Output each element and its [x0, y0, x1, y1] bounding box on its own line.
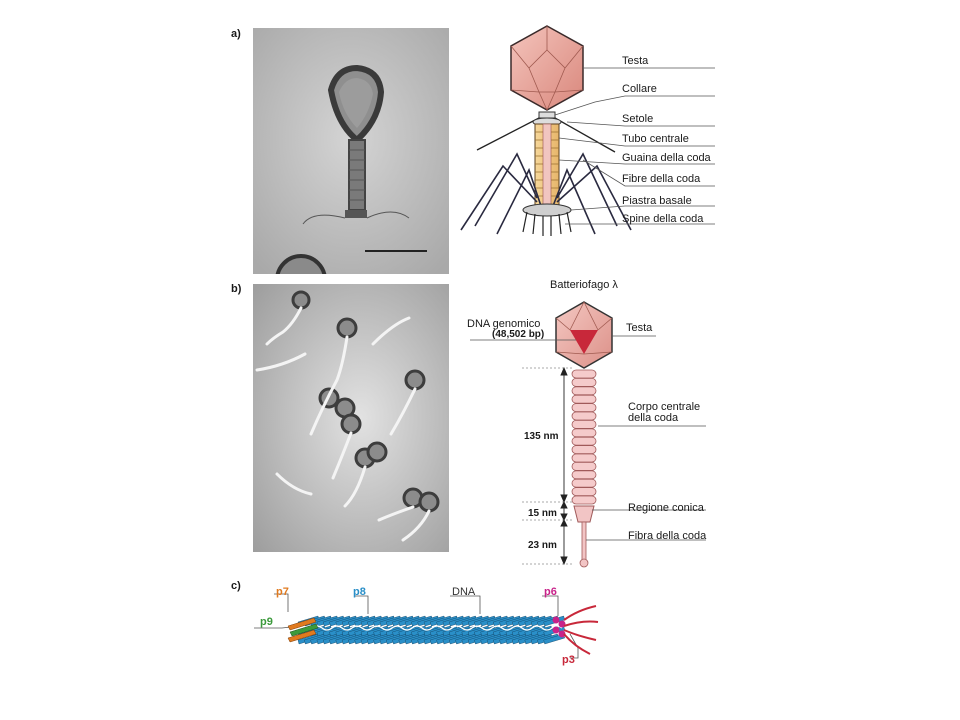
lambda-head-label: Testa	[626, 322, 653, 334]
label-tubo-centrale: Tubo centrale	[622, 133, 689, 145]
p8-subunit	[543, 633, 565, 645]
dim-tail: 135 nm	[524, 431, 559, 442]
label-fibre-della-coda: Fibre della coda	[622, 173, 701, 185]
micrograph-t4-phage	[253, 28, 449, 274]
label-testa-a: Testa	[622, 55, 649, 67]
p6-cluster	[552, 616, 566, 638]
lambda-title: Batteriofago λ	[550, 279, 618, 291]
dna-line	[311, 625, 563, 631]
label-p6: p6	[544, 586, 557, 598]
label-p9: p9	[260, 616, 273, 628]
lambda-tail-ring	[571, 445, 597, 455]
lambda-tail-ring	[571, 495, 597, 505]
label-p8: p8	[353, 586, 366, 598]
t4-whiskers	[476, 117, 616, 153]
dim-cone: 15 nm	[528, 508, 557, 519]
lambda-tail-ring	[571, 436, 597, 446]
lambda-tail-ring	[571, 478, 597, 488]
lambda-tail-ring	[571, 420, 597, 429]
lambda-tail-ring	[571, 453, 597, 463]
panel-c-label: c)	[231, 580, 241, 592]
dna-strand	[311, 625, 563, 631]
t4-collar	[538, 111, 556, 119]
t4-tail-sheath	[534, 123, 560, 207]
label-spine-della-coda: Spine della coda	[622, 213, 704, 225]
lambda-tail-ring	[571, 428, 597, 438]
lambda-dna-label: DNA genomico	[467, 318, 541, 330]
lambda-tail-ring	[571, 470, 597, 480]
lambda-tail-ring	[571, 461, 597, 471]
lambda-tail-body	[571, 369, 597, 505]
lambda-tail-fiber	[581, 521, 587, 561]
dim-fiber: 23 nm	[528, 540, 557, 551]
panel-a-label: a)	[231, 28, 241, 40]
label-piastra-basale: Piastra basale	[622, 195, 692, 207]
lambda-tail-ring	[571, 378, 597, 387]
lambda-tail-ring	[571, 403, 597, 412]
p3-filaments	[563, 605, 599, 655]
label-guaina-della-coda: Guaina della coda	[622, 152, 711, 164]
filamentous-phage-diagram	[254, 593, 599, 659]
lambda-tail-ring	[571, 369, 597, 379]
lambda-cone-label: Regione conica	[628, 502, 704, 514]
label-dna: DNA	[452, 586, 476, 598]
lambda-head	[555, 301, 613, 369]
filament-body	[297, 615, 565, 645]
lambda-tail-ring	[571, 411, 597, 421]
lambda-tail-body-label-1: Corpo centrale	[628, 401, 701, 413]
micrograph-lambda-phage	[253, 284, 449, 552]
lambda-phage-diagram	[470, 301, 706, 568]
t4-baseplate	[522, 203, 572, 217]
lambda-tail-ring	[571, 394, 597, 404]
lambda-dna-size: (48,502 bp)	[492, 329, 545, 340]
panel-b-label: b)	[231, 283, 242, 295]
t4-phage-diagram	[460, 25, 715, 236]
t4-tail-spikes	[522, 211, 572, 236]
lambda-dimension-arrows	[560, 366, 568, 566]
lambda-tail-ring	[571, 487, 597, 497]
label-p3: p3	[562, 654, 575, 666]
t4-tail-fibers	[460, 152, 632, 235]
lambda-cone	[573, 505, 595, 523]
label-p7: p7	[276, 586, 289, 598]
t4-head	[510, 25, 584, 111]
lambda-tail-body-label-2: della coda	[628, 412, 679, 424]
lambda-tail-ring	[571, 386, 597, 396]
label-setole: Setole	[622, 113, 654, 125]
lambda-fiber-label: Fibra della coda	[628, 530, 707, 542]
label-collare: Collare	[622, 83, 657, 95]
p7-p9-end	[287, 617, 319, 643]
